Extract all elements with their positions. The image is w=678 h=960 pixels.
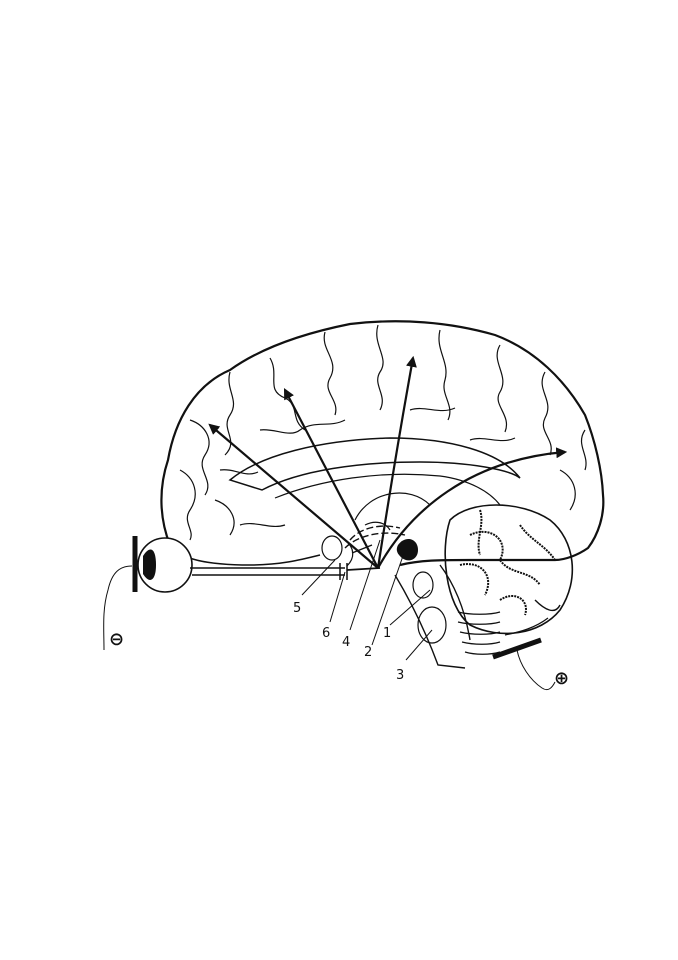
arrow-occipital — [377, 447, 568, 569]
label-4: 4 — [342, 635, 350, 650]
eye — [137, 537, 193, 593]
label-5: 5 — [293, 601, 301, 616]
gyri-sulci — [179, 324, 587, 541]
labels: 5 6 4 2 1 3 — [293, 601, 404, 683]
label-2: 2 — [364, 645, 372, 660]
label-3: 3 — [396, 668, 404, 683]
cerebellum — [444, 504, 574, 636]
positive-sign: ⊕ — [554, 668, 569, 689]
optic-chiasm-marks — [339, 563, 348, 580]
corpus-callosum — [228, 437, 521, 491]
brainstem — [394, 564, 501, 669]
positive-electrode: ⊕ — [492, 637, 569, 691]
optic-to-center — [346, 567, 381, 571]
brain-outline — [160, 320, 605, 567]
fornix — [274, 473, 501, 506]
negative-sign: ⊖ — [109, 629, 124, 650]
optic-nerve — [190, 567, 345, 576]
arrow-parietal — [376, 355, 417, 569]
label-1: 1 — [383, 626, 391, 641]
projection-arrows — [208, 355, 568, 569]
arrow-motor — [283, 388, 379, 569]
central-nucleus — [396, 538, 418, 561]
negative-electrode: ⊖ — [103, 536, 138, 651]
label-6: 6 — [322, 626, 330, 641]
arrow-frontal — [208, 423, 379, 569]
leader-lines — [301, 539, 433, 661]
